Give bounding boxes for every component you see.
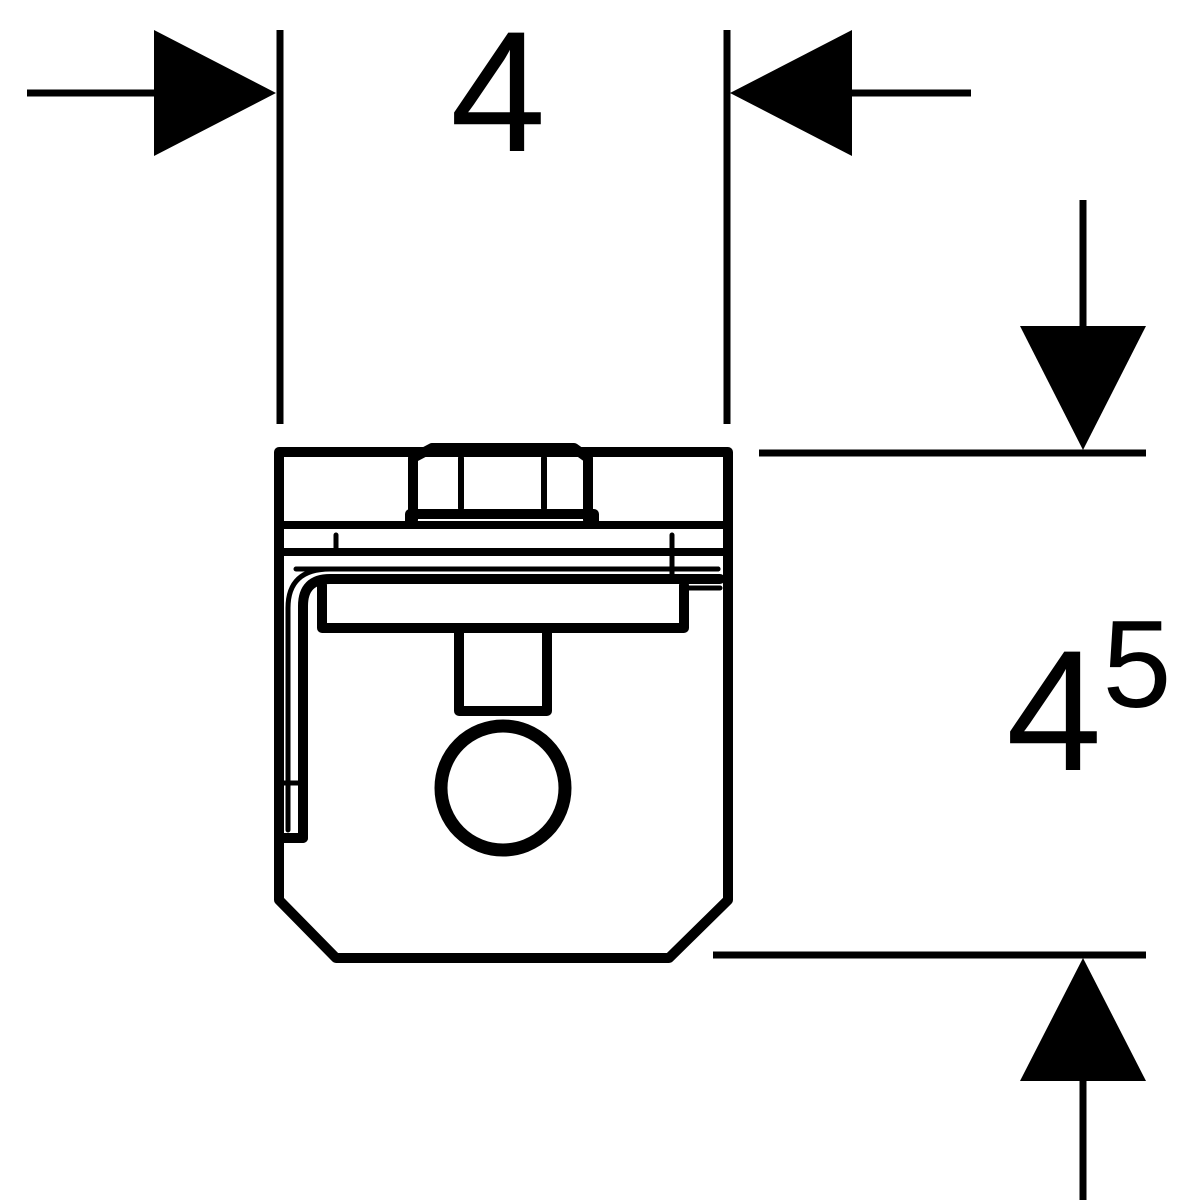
height-dimension-label: 4: [1006, 615, 1102, 807]
clamp-plate: [317, 580, 689, 633]
width-dimension-label: 4: [450, 0, 546, 188]
bolt-head: [408, 443, 593, 525]
height-dimension-superscript: 5: [1103, 596, 1172, 734]
clamp-stem: [454, 623, 552, 716]
bracket-outer: [285, 566, 721, 833]
housing-outline: [274, 447, 733, 963]
height-arrow-up-pointing: [1020, 958, 1146, 1081]
pin-circle: [434, 719, 572, 857]
height-arrow-down-pointing: [1020, 326, 1146, 450]
width-arrow-left-pointing: [730, 30, 852, 156]
width-arrow-right-pointing: [154, 30, 276, 156]
part-body: [274, 443, 733, 963]
bracket-inner: [298, 574, 725, 843]
bolt-washer: [405, 509, 599, 528]
width-dimension: 4: [27, 0, 971, 424]
height-dimension: 4 5: [713, 200, 1171, 1200]
